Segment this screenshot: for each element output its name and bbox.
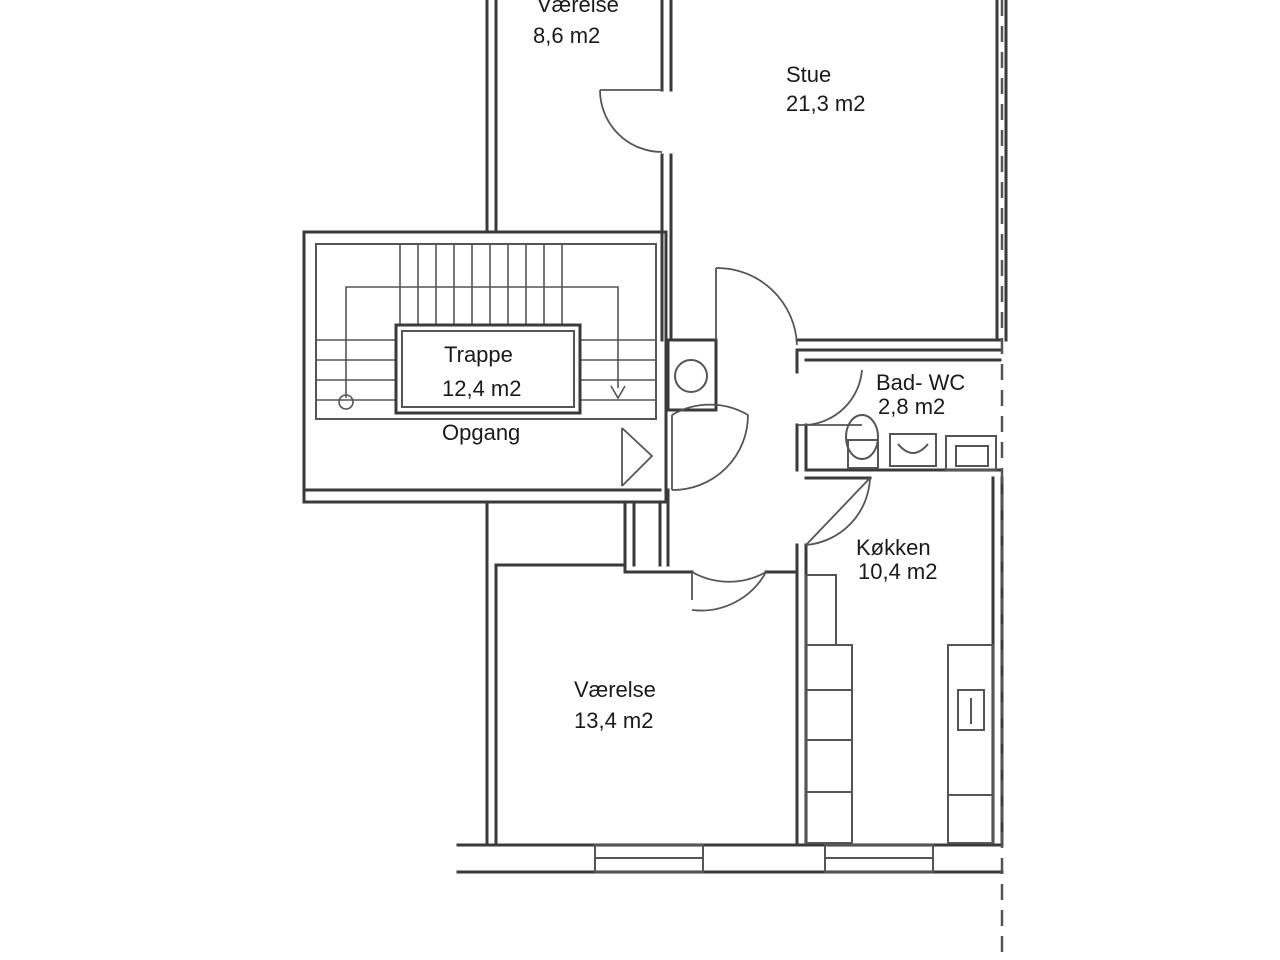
room-area-trappe: 12,4 m2 (442, 376, 522, 401)
walls (302, 0, 1008, 874)
room-area-vaerelse-top: 8,6 m2 (533, 23, 600, 48)
bath-fixtures (845, 414, 997, 471)
room-area-vaerelse-bottom: 13,4 m2 (574, 708, 654, 733)
room-name-vaerelse-top: Værelse (537, 0, 619, 17)
room-name-trappe: Trappe (444, 342, 513, 367)
room-name-bad-wc: Bad- WC (876, 370, 965, 395)
doors (599, 89, 871, 612)
room-area-stue: 21,3 m2 (786, 91, 866, 116)
room-area-bad-wc: 2,8 m2 (878, 394, 945, 419)
room-name-vaerelse-bottom: Værelse (574, 677, 656, 702)
kitchen-fixtures (805, 574, 994, 844)
column-icon (674, 359, 708, 393)
room-name-stue: Stue (786, 62, 831, 87)
room-name-kokken: Køkken (856, 535, 931, 560)
room-area-kokken: 10,4 m2 (858, 559, 938, 584)
staircase (316, 244, 656, 415)
room-name-opgang: Opgang (442, 420, 520, 445)
